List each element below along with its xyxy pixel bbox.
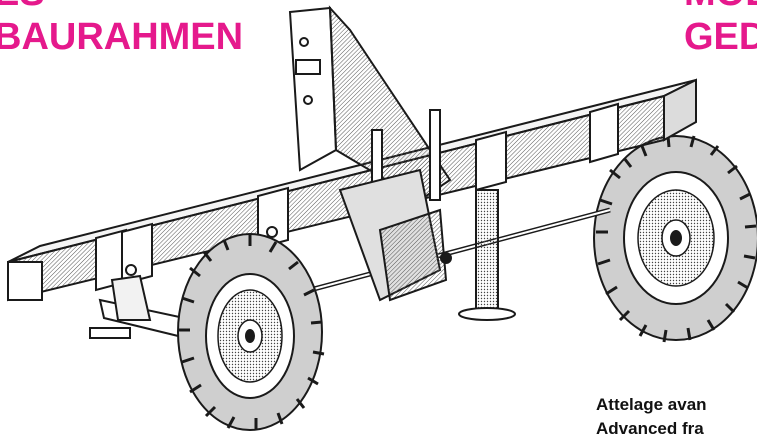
support-leg <box>458 189 516 321</box>
hitch-tower <box>288 5 452 302</box>
caption-line2: Advanced fra <box>596 419 704 438</box>
beam-clamps <box>95 102 619 292</box>
heading-right-line2: GED <box>684 16 757 58</box>
left-wheel <box>177 233 325 431</box>
heading-left-line2: BAURAHMEN <box>0 16 244 58</box>
heading-right-line1: MOD <box>684 0 757 12</box>
heading-left-line1: ES <box>0 0 45 12</box>
caption-line1: Attelage avan <box>596 395 707 414</box>
right-wheel <box>593 135 757 343</box>
axle-knob <box>440 252 452 264</box>
